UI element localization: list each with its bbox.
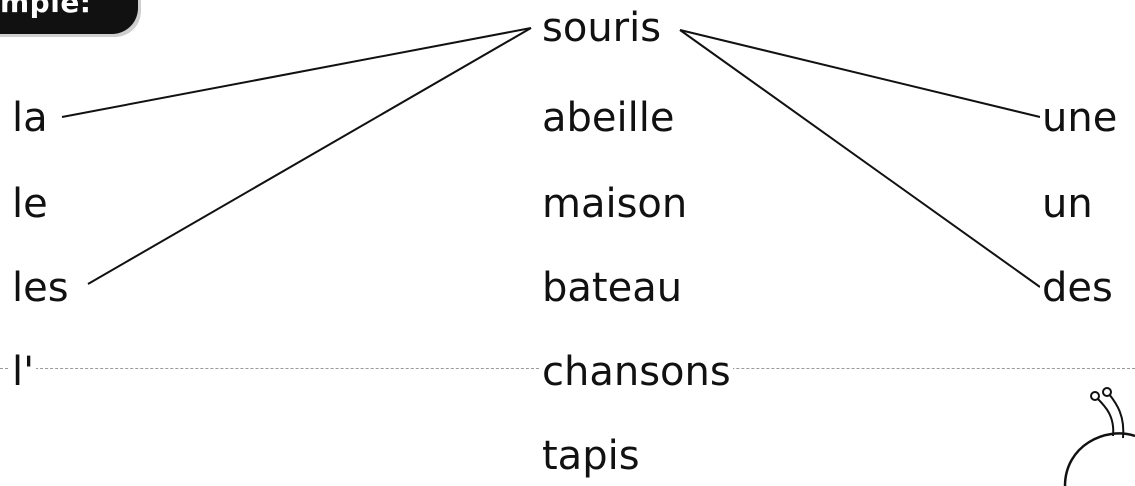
right-word-des: des [1040, 265, 1115, 311]
snail-icon [1063, 387, 1135, 486]
left-word-le: le [10, 181, 50, 227]
right-word-un: un [1040, 181, 1095, 227]
example-badge-label: mple: [0, 0, 92, 19]
left-word-la: la [10, 95, 50, 141]
center-word-abeille: abeille [540, 95, 677, 141]
right-word-une: une [1040, 95, 1120, 141]
center-word-maison: maison [540, 181, 690, 227]
center-word-chansons: chansons [540, 349, 733, 395]
left-word-l-apostrophe: l' [10, 349, 37, 395]
link-souris-des [679, 29, 1041, 288]
center-word-tapis: tapis [540, 433, 642, 479]
link-la-souris [61, 27, 532, 118]
center-word-souris: souris [540, 5, 664, 51]
left-word-les: les [10, 265, 71, 311]
center-word-bateau: bateau [540, 265, 685, 311]
link-les-souris [87, 27, 532, 285]
link-souris-une [679, 29, 1041, 118]
example-badge: mple: [0, 0, 138, 34]
